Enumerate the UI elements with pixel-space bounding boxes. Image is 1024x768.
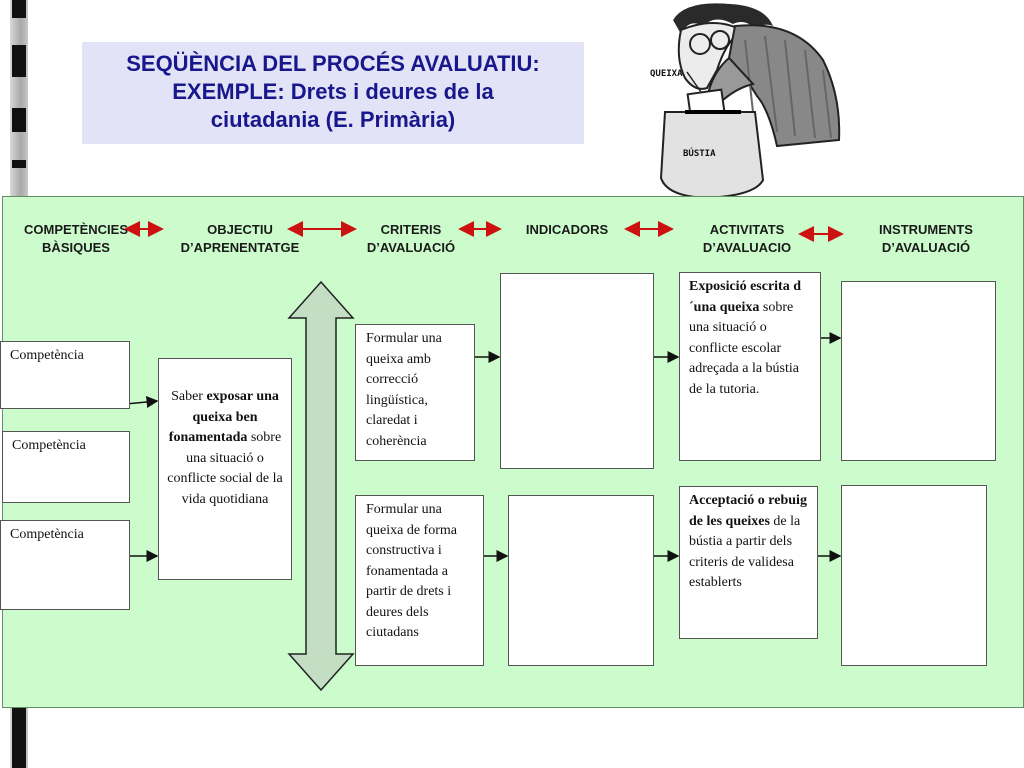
arrow-comp1-to-objective	[125, 396, 159, 408]
cartoon-complaint-box-illustration: QUEIXA BÚSTIA	[645, 0, 873, 210]
objective-box: Saber exposar una queixa ben fonamentada…	[158, 358, 292, 580]
criteria-box: Formular una queixa amb correcció lingüí…	[355, 324, 475, 461]
cartoon-label-bustia: BÚSTIA	[683, 147, 716, 159]
title-line-2: EXEMPLE: Drets i deures de la	[172, 79, 494, 104]
competency-box: Competència	[0, 520, 130, 610]
title-line-1: SEQÜÈNCIA DEL PROCÉS AVALUATIU:	[126, 51, 540, 76]
cartoon-drawing: QUEIXA BÚSTIA	[650, 3, 841, 200]
strip-block	[12, 705, 26, 768]
instrument-box	[841, 281, 996, 461]
criteria-box: Formular una queixa de forma constructiv…	[355, 495, 484, 666]
objective-bold-text: exposar una queixa ben fonamentada	[168, 389, 279, 445]
strip-block	[12, 160, 26, 168]
competency-box: Competència	[0, 341, 130, 409]
activity-box: Acceptació o rebuig de les queixes de la…	[679, 486, 818, 639]
big-vertical-double-arrow	[287, 280, 355, 692]
strip-block	[12, 0, 26, 18]
title-line-3: ciutadania (E. Primària)	[210, 107, 456, 132]
cartoon-label-queixa: QUEIXA	[650, 69, 683, 79]
slide-title: SEQÜÈNCIA DEL PROCÉS AVALUATIU: EXEMPLE:…	[82, 42, 584, 144]
strip-block	[12, 108, 26, 132]
activity-box: Exposició escrita d´una queixa sobre una…	[679, 272, 821, 461]
indicator-box	[508, 495, 654, 666]
instrument-box	[841, 485, 987, 666]
header-indicadors: INDICADORS	[525, 222, 609, 237]
competency-box: Competència	[2, 431, 130, 503]
strip-block	[12, 45, 26, 77]
indicator-box	[500, 273, 654, 469]
